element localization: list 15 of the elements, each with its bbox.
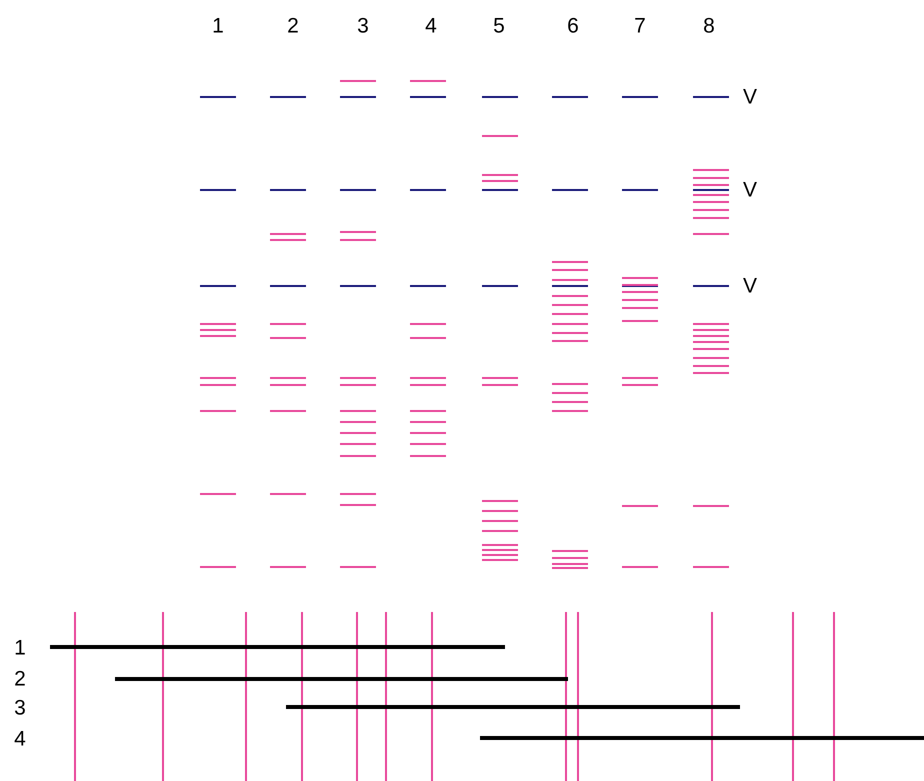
lane-number: 6 <box>567 16 579 36</box>
marker-label: V <box>743 276 757 296</box>
row-number: 3 <box>14 698 26 718</box>
row-number: 4 <box>14 728 26 750</box>
lane-number: 1 <box>212 16 224 36</box>
marker-label: V <box>743 86 757 108</box>
lane-number: 8 <box>703 16 715 36</box>
lane-number: 2 <box>287 16 299 36</box>
marker-label: V <box>743 180 757 200</box>
lane-number: 4 <box>425 16 437 36</box>
lane-number: 3 <box>357 16 369 36</box>
row-number: 1 <box>14 638 26 658</box>
lane-number: 5 <box>493 16 505 36</box>
lane-number: 7 <box>634 16 646 36</box>
row-number: 2 <box>14 668 26 690</box>
